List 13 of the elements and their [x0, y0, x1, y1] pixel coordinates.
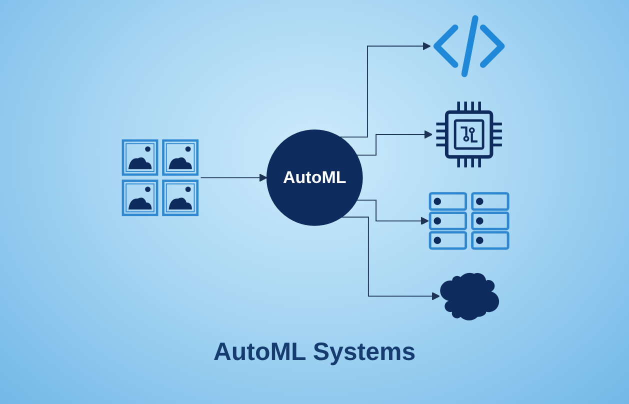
- arrow: [340, 216, 440, 300]
- arrow: [356, 200, 429, 226]
- arrow: [200, 174, 268, 182]
- arrow: [356, 130, 432, 156]
- server-rack-icon: [428, 192, 510, 250]
- cloud-icon: [440, 272, 499, 320]
- process-circle: [266, 130, 363, 226]
- node-label: AutoML: [282, 166, 346, 189]
- arrow: [338, 42, 431, 138]
- code-icon: [433, 15, 505, 78]
- image-gallery-icon: [122, 139, 198, 216]
- chip-icon: [434, 100, 504, 169]
- title: AutoML Systems: [213, 338, 416, 366]
